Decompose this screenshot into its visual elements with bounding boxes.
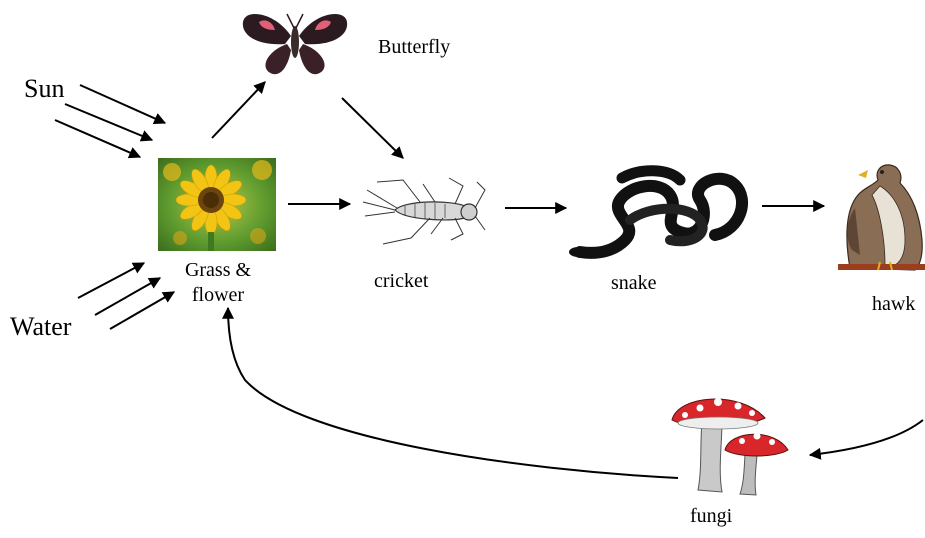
sun-arrow-3 bbox=[55, 120, 140, 157]
snake-label: snake bbox=[611, 272, 657, 295]
water-arrow-3 bbox=[110, 292, 174, 329]
cricket-label: cricket bbox=[374, 270, 428, 293]
arrow-hawk-to-fungi bbox=[810, 420, 923, 455]
grass-flower-label: Grass & flower bbox=[178, 258, 258, 308]
sun-arrow-1 bbox=[80, 85, 165, 123]
arrow-fungi-to-grass bbox=[228, 308, 678, 478]
arrow-grass-to-butterfly bbox=[212, 82, 265, 138]
butterfly-image bbox=[243, 14, 347, 74]
sunflower-image bbox=[158, 158, 276, 251]
sun-label: Sun bbox=[24, 74, 64, 104]
sun-arrows bbox=[55, 85, 165, 157]
cricket-image bbox=[363, 178, 485, 244]
hawk-image bbox=[838, 165, 925, 270]
snake-image bbox=[569, 171, 742, 257]
butterfly-label: Butterfly bbox=[378, 36, 450, 59]
fungi-label: fungi bbox=[690, 505, 732, 528]
water-arrows bbox=[78, 263, 174, 329]
arrow-butterfly-to-cricket bbox=[342, 98, 403, 158]
water-label: Water bbox=[10, 312, 71, 342]
hawk-label: hawk bbox=[872, 293, 915, 316]
sun-arrow-2 bbox=[65, 104, 152, 140]
fungi-image bbox=[672, 398, 788, 495]
